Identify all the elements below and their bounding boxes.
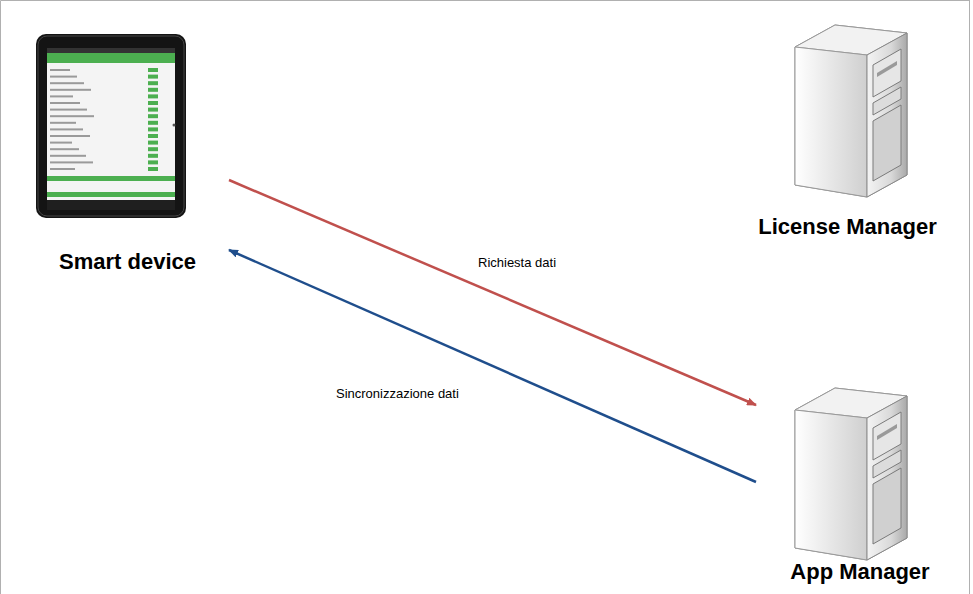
server-illustration xyxy=(795,388,907,560)
server-node: App Manager xyxy=(756,380,964,585)
tablet-illustration xyxy=(36,34,186,218)
server-illustration xyxy=(795,25,907,197)
server-node: Smart device xyxy=(26,30,229,275)
node-label: Smart device xyxy=(26,249,229,275)
server-node: License Manager xyxy=(736,25,959,240)
data-arrow xyxy=(229,180,756,405)
data-arrow xyxy=(229,250,756,482)
node-label: App Manager xyxy=(756,559,964,585)
edge-label: Richiesta dati xyxy=(475,254,559,271)
edge-label: Sincronizzazione dati xyxy=(333,385,462,402)
node-label: License Manager xyxy=(736,214,959,240)
